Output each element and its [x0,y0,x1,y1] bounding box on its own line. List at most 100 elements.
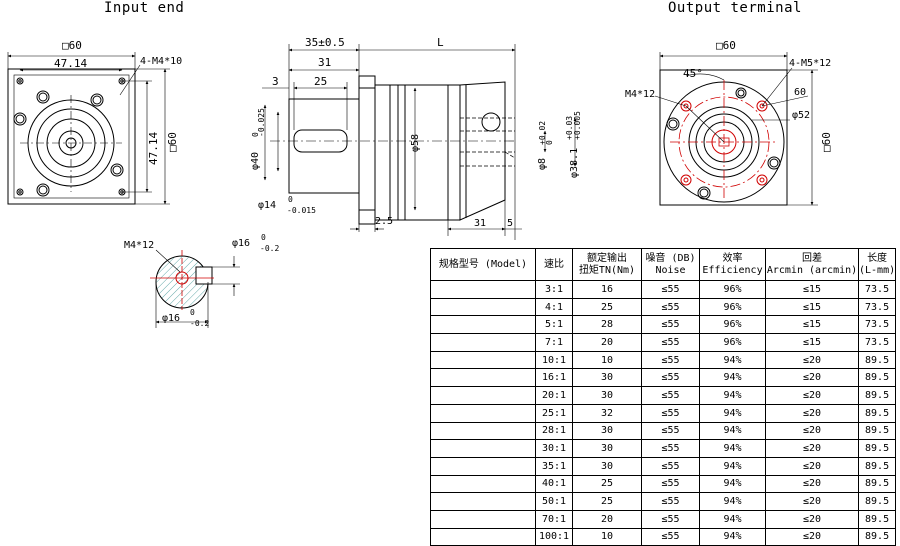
shaft-bot-up: 0 [190,308,195,317]
backlash-cell: ≤20 [765,386,859,405]
ratio-cell: 25:1 [535,403,573,423]
torque-cell: 20 [572,509,642,529]
dim-25: 25 [314,75,327,88]
model-cell [430,492,536,511]
ratio-cell: 16:1 [535,368,573,388]
output-corner-holes [666,87,781,200]
dim-35: 35±0.5 [305,36,345,49]
output-bolt-holes [680,100,768,186]
model-cell [430,350,536,370]
dim-L: L [437,36,444,49]
output-terminal-view [654,52,818,206]
backlash-cell: ≤20 [765,527,859,546]
input-bolt-spacing-v-label: 47.14 [147,132,160,165]
noise-cell: ≤55 [641,386,700,405]
torque-cell: 20 [572,333,642,352]
model-cell [430,403,536,423]
efficiency-cell: 94% [699,386,766,405]
backlash-cell: ≤15 [765,280,859,299]
shaft-top-low: -0.2 [260,244,279,253]
shaft-dia-bottom: φ16 [162,313,180,324]
torque-cell: 28 [572,315,642,335]
efficiency-cell: 94% [699,492,766,511]
backlash-cell: ≤20 [765,456,859,476]
efficiency-cell: 94% [699,421,766,441]
dia8-tol1: +0.02 [538,121,547,145]
length-cell: 73.5 [857,280,897,299]
efficiency-cell: 94% [699,509,766,529]
input-end-view [7,52,170,205]
noise-cell: ≤55 [641,350,700,370]
shaft-top-up: 0 [261,233,266,242]
noise-cell: ≤55 [641,403,700,423]
noise-cell: ≤55 [641,315,700,335]
length-cell: 89.5 [857,439,897,458]
model-cell [430,368,536,388]
torque-cell: 16 [572,280,642,299]
ratio-cell: 30:1 [535,439,573,458]
dim-31-bottom: 31 [474,218,486,229]
length-cell: 89.5 [857,350,897,370]
model-cell [430,527,536,546]
output-square-label: □60 [716,39,736,52]
input-flange-square [7,68,136,205]
length-cell: 73.5 [857,315,897,335]
output-terminal-title: Output terminal [668,0,802,16]
model-cell [430,456,536,476]
output-angle-label: 45° [683,67,703,80]
model-cell [430,509,536,529]
backlash-cell: ≤15 [765,333,859,352]
header-torque: 额定输出扭矩TN(Nm) [572,248,642,281]
backlash-cell: ≤20 [765,350,859,370]
input-bolt-spacing-label: 47.14 [54,57,87,70]
output-shaft [288,98,360,194]
backlash-cell: ≤20 [765,368,859,388]
header-noise: 噪音 (DB)Noise [641,248,700,281]
output-square-v-label: □60 [820,132,833,152]
output-thread-label: M4*12 [625,89,655,100]
efficiency-cell: 94% [699,350,766,370]
output-flange [358,75,376,225]
length-cell: 89.5 [857,421,897,441]
torque-cell: 25 [572,297,642,317]
output-holes-label: 4-M5*12 [789,58,831,69]
torque-cell: 10 [572,527,642,546]
dim-5: 5 [507,218,513,229]
torque-cell: 30 [572,368,642,388]
efficiency-cell: 94% [699,527,766,546]
noise-cell: ≤55 [641,456,700,476]
length-cell: 89.5 [857,474,897,494]
dia14-label: φ14 [258,200,276,211]
efficiency-cell: 94% [699,403,766,423]
dia38-label: φ38.1 [569,148,580,178]
dim-31: 31 [318,56,331,69]
torque-cell: 32 [572,403,642,423]
backlash-cell: ≤15 [765,315,859,335]
efficiency-cell: 96% [699,315,766,335]
length-cell: 89.5 [857,368,897,388]
dia38-tol1: +0.03 [565,116,574,140]
input-end-title: Input end [104,0,185,16]
noise-cell: ≤55 [641,421,700,441]
dim-3: 3 [272,75,279,88]
backlash-cell: ≤15 [765,297,859,317]
noise-cell: ≤55 [641,492,700,511]
model-cell [430,297,536,317]
efficiency-cell: 94% [699,368,766,388]
dia38-tol2: +0.005 [573,111,582,140]
side-view [262,44,577,240]
efficiency-cell: 94% [699,456,766,476]
length-cell: 89.5 [857,386,897,405]
efficiency-cell: 96% [699,297,766,317]
output-flange-square [659,69,788,206]
